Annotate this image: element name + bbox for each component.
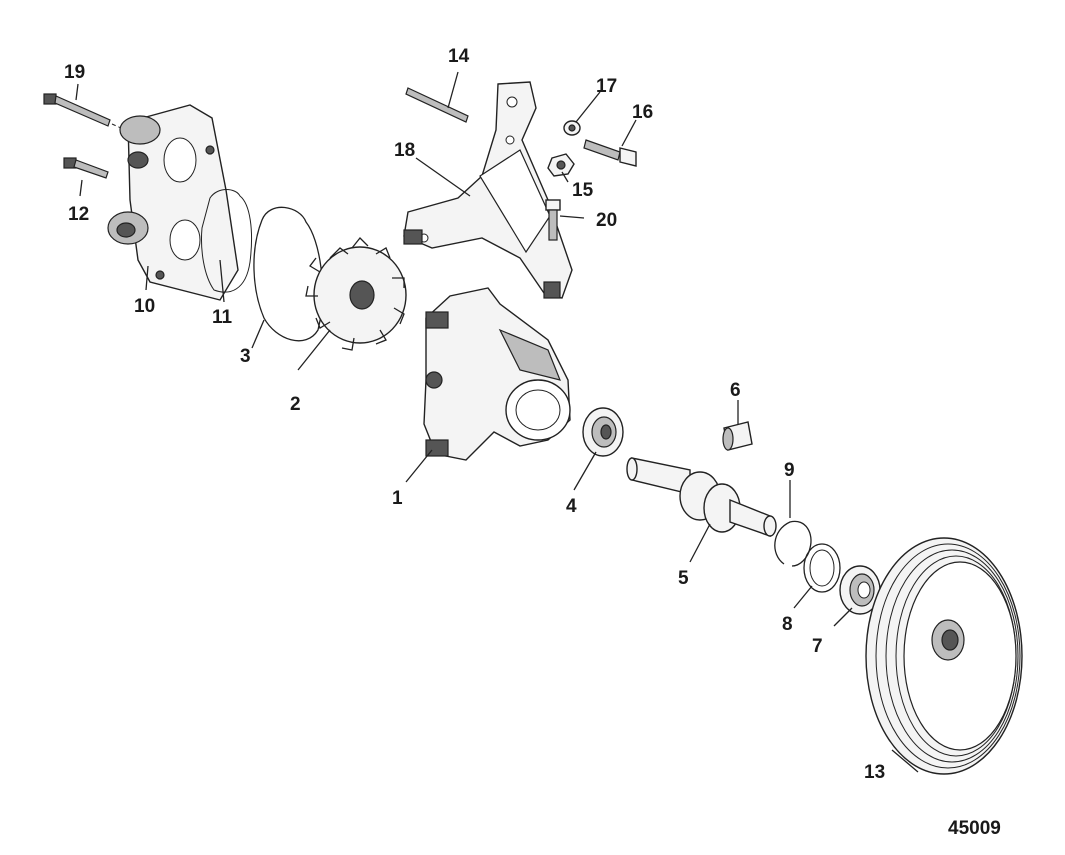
part-nut-15 [547, 153, 575, 177]
part-pump-housing-1 [423, 287, 571, 461]
callout-14: 14 [448, 46, 470, 67]
part-sleeve-6 [722, 421, 753, 451]
callout-labels: 19 12 10 11 3 2 14 18 17 16 15 20 1 4 5 … [64, 46, 885, 783]
part-gasket-11 [201, 189, 253, 293]
part-ring-8 [803, 543, 841, 593]
callout-15: 15 [572, 180, 594, 201]
callout-20: 20 [596, 210, 617, 231]
part-shaft-5 [626, 457, 777, 537]
callout-13: 13 [864, 762, 885, 783]
callout-8: 8 [782, 614, 793, 635]
part-washer-17 [563, 120, 581, 136]
part-bolt-19 [43, 93, 131, 133]
callout-3: 3 [240, 346, 251, 367]
part-retaining-ring-9 [774, 520, 812, 567]
callout-10: 10 [134, 296, 155, 317]
part-pulley-13 [865, 537, 1023, 775]
callout-19: 19 [64, 62, 85, 83]
callout-9: 9 [784, 460, 795, 481]
callout-16: 16 [632, 102, 653, 123]
part-bolt-12 [63, 157, 109, 179]
part-bolt-20 [545, 199, 561, 241]
callout-12: 12 [68, 204, 89, 225]
callout-6: 6 [730, 380, 741, 401]
callout-17: 17 [596, 76, 617, 97]
part-oring-3 [253, 206, 324, 342]
part-bracket-18 [403, 81, 573, 299]
part-seal-7 [839, 565, 881, 615]
figure-number: 45009 [948, 818, 1001, 839]
part-stud-14 [405, 87, 469, 123]
part-bolt-16 [583, 139, 637, 167]
part-bearing-4 [582, 407, 624, 457]
part-impeller-2 [305, 237, 407, 351]
callout-18: 18 [394, 140, 415, 161]
callout-5: 5 [678, 568, 689, 589]
part-pump-cover-10 [107, 104, 239, 301]
leader-lines [75, 71, 919, 773]
callout-7: 7 [812, 636, 823, 657]
callout-2: 2 [290, 394, 301, 415]
callout-4: 4 [566, 496, 577, 517]
callout-1: 1 [392, 488, 403, 509]
callout-11: 11 [212, 307, 233, 328]
